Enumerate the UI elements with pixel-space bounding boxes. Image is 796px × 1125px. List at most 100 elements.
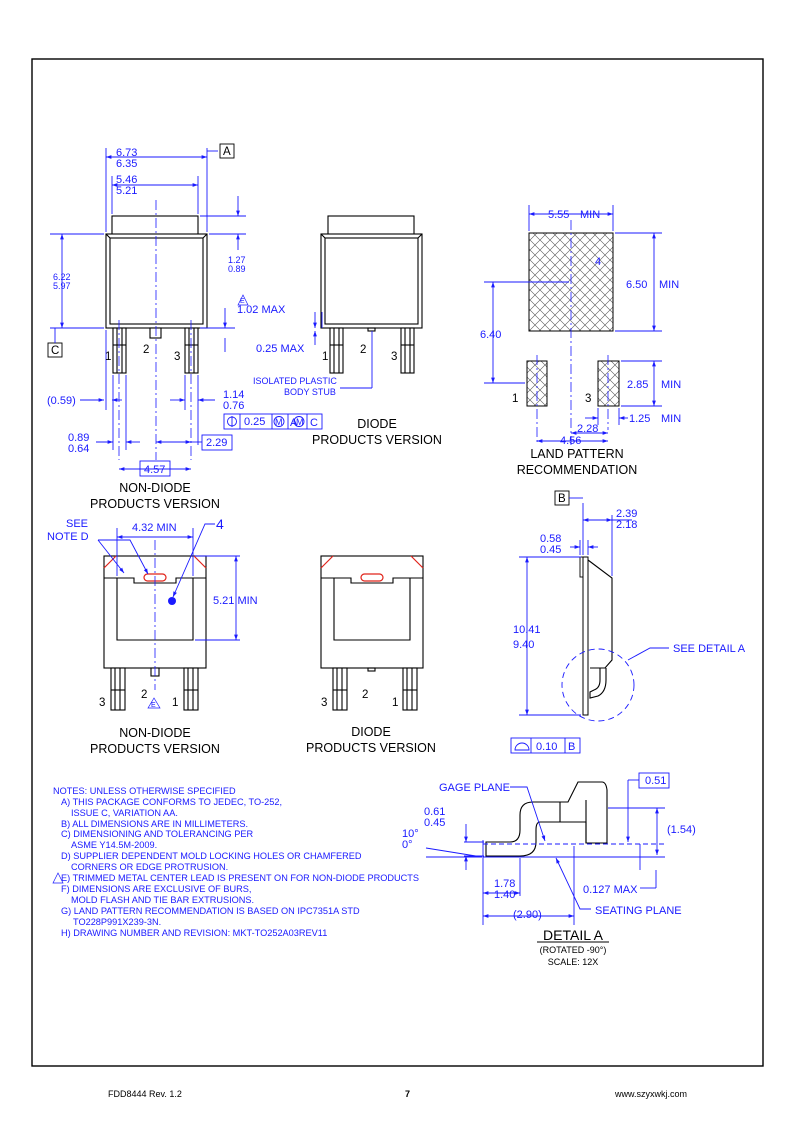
note-line: ASME Y14.5M-2009.	[71, 840, 157, 850]
stub-text: BODY STUB	[284, 387, 336, 397]
seating-plane-label: SEATING PLANE	[595, 905, 682, 917]
dim-text: 4.56	[560, 435, 581, 447]
bottom-left-view	[97, 523, 240, 711]
dim-text: 0.61	[424, 806, 445, 818]
top-left-texts: 6.73 6.35 A 5.46 5.21 6.22 5.97 1.27 0.8…	[47, 146, 318, 511]
dim-text: 1.25	[629, 413, 650, 425]
side-view	[510, 490, 669, 754]
website: www.szyxwkj.com	[614, 1089, 687, 1099]
pin-label: 2	[362, 689, 368, 701]
pad-label: 3	[585, 393, 591, 405]
dim-text: 5.97	[53, 281, 71, 291]
dim-text: 0.25 MAX	[256, 343, 305, 355]
dim-text: 5.46	[116, 174, 137, 186]
note-line: NOTES: UNLESS OTHERWISE SPECIFIED	[53, 786, 236, 796]
dim-text: 0.58	[540, 533, 561, 545]
doc-revision: FDD8444 Rev. 1.2	[108, 1089, 182, 1099]
dim-text: 1.27	[228, 255, 246, 265]
caption: NON-DIODE	[119, 481, 191, 495]
pin-label: 3	[174, 351, 180, 363]
fcf-datum: A	[290, 417, 298, 429]
caption: RECOMMENDATION	[517, 463, 638, 477]
fcf-tolerance: 0.25	[244, 416, 265, 428]
dim-text: 0.127 MAX	[583, 884, 638, 896]
dim-text: 0.89	[68, 432, 89, 444]
dim-text: 2.29	[206, 437, 227, 449]
dim-text: 1.40	[494, 889, 515, 901]
page-number: 7	[405, 1089, 410, 1099]
pin-label: 2	[143, 344, 149, 356]
top-middle-view	[313, 215, 423, 389]
detail-ref: SEE DETAIL A	[673, 643, 746, 655]
caption: NON-DIODE	[119, 726, 191, 740]
dim-text: 5.21 MIN	[213, 595, 258, 607]
dim-text: 0.45	[424, 817, 445, 829]
pin-label: 2	[360, 344, 366, 356]
note-e-mark: E	[240, 298, 245, 305]
note-line: A) THIS PACKAGE CONFORMS TO JEDEC, TO-25…	[61, 797, 282, 807]
dim-text: 6.40	[480, 329, 501, 341]
dim-text: 0.89	[228, 264, 246, 274]
note-line: CORNERS OR EDGE PROTRUSION.	[71, 862, 228, 872]
note-line: D) SUPPLIER DEPENDENT MOLD LOCKING HOLES…	[61, 851, 362, 861]
detail-scale: SCALE: 12X	[548, 957, 599, 967]
note-e-mark: E	[151, 702, 156, 709]
dim-text: 6.35	[116, 158, 137, 170]
note-ref: SEE	[66, 518, 88, 530]
caption: PRODUCTS VERSION	[312, 433, 442, 447]
dim-text: MIN	[580, 209, 600, 221]
caption: PRODUCTS VERSION	[90, 742, 220, 756]
bottom-middle-texts: 3 2 1 DIODE PRODUCTS VERSION	[306, 689, 436, 755]
dim-text: 5.55	[548, 209, 569, 221]
dim-text: 0.45	[540, 544, 561, 556]
pin-label: 3	[391, 351, 397, 363]
dim-text: MIN	[659, 279, 679, 291]
detail-rotation: (ROTATED -90°)	[540, 945, 607, 955]
detail-a-texts: GAGE PLANE 0.61 0.45 10° 0° 0.51 (1.54) …	[402, 775, 696, 967]
dim-text: 4.32 MIN	[132, 522, 177, 534]
caption: DIODE	[357, 417, 397, 431]
caption: LAND PATTERN	[530, 447, 623, 461]
dim-text: 2.28	[577, 423, 598, 435]
pad-label: 4	[595, 256, 601, 268]
top-middle-texts: 0.25 MAX 1 2 3 ISOLATED PLASTIC BODY STU…	[253, 343, 442, 447]
pin-label: 2	[141, 689, 147, 701]
top-left-view	[47, 143, 323, 477]
dim-text: 4.57	[144, 464, 165, 476]
land-pattern-view	[484, 205, 662, 445]
dim-text: 0.64	[68, 443, 89, 455]
land-pattern-texts: 5.55 MIN 4 6.50 MIN 6.40 1 3 2.85 MIN 1.…	[480, 209, 681, 477]
pin-label: 1	[322, 351, 328, 363]
dim-text: 10.41	[513, 624, 541, 636]
fcf-datum: B	[568, 741, 575, 753]
dim-text: 6.73	[116, 147, 137, 159]
pin-label: 3	[321, 697, 327, 709]
dim-text: 2.85	[627, 379, 648, 391]
pin-label: 1	[172, 697, 178, 709]
note-line: H) DRAWING NUMBER AND REVISION: MKT-TO25…	[61, 928, 327, 938]
datum-a: A	[223, 146, 231, 158]
datum-b: B	[558, 493, 566, 505]
dim-text: 2.39	[616, 508, 637, 520]
pad-label: 1	[512, 393, 518, 405]
note-line: G) LAND PATTERN RECOMMENDATION IS BASED …	[61, 906, 360, 916]
dim-text: MIN	[661, 413, 681, 425]
detail-a-view	[425, 772, 670, 943]
tab-label: 4	[216, 516, 224, 532]
side-view-texts: B 2.39 2.18 0.58 0.45 10.41 9.40 SEE DET…	[513, 493, 746, 753]
drawing-border	[31, 58, 764, 1067]
pin-label: 1	[392, 697, 398, 709]
fcf-datum: C	[310, 417, 318, 429]
dim-text: (0.59)	[47, 395, 76, 407]
dim-text: 1.14	[223, 389, 244, 401]
bottom-left-texts: SEE NOTE D 4.32 MIN 4 5.21 MIN 3 2 1 E N…	[47, 516, 258, 756]
detail-title: DETAIL A	[543, 927, 604, 943]
caption: PRODUCTS VERSION	[90, 497, 220, 511]
dim-text: 5.21	[116, 185, 137, 197]
stub-text: ISOLATED PLASTIC	[253, 376, 337, 386]
fcf-tolerance: 0.10	[536, 741, 557, 753]
dim-text: 1.02 MAX	[237, 304, 286, 316]
angle-text: 10°	[402, 828, 419, 840]
caption: PRODUCTS VERSION	[306, 741, 436, 755]
dim-text: 9.40	[513, 639, 534, 651]
